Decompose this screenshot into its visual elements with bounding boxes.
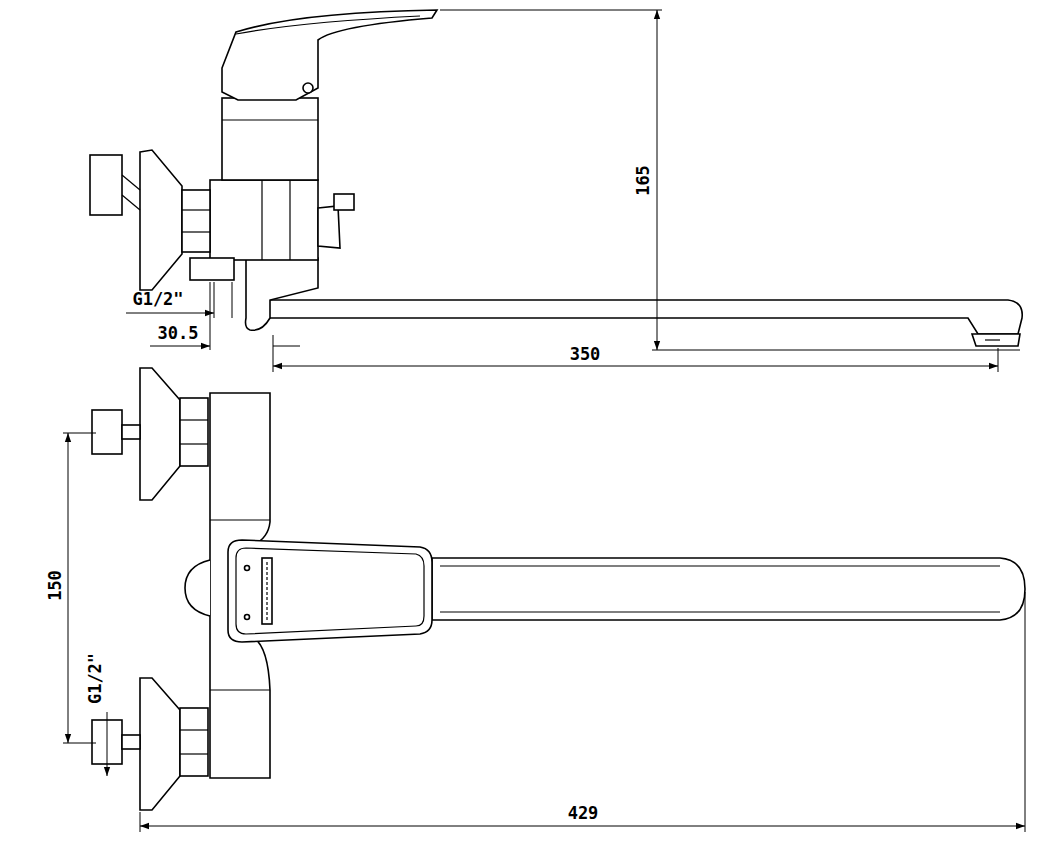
dimension-label: 165 <box>635 164 652 197</box>
dimension-label: G1/2" <box>88 651 105 704</box>
lever-plan <box>228 540 432 642</box>
lever-screw <box>303 83 313 93</box>
dimension-lines <box>998 348 999 372</box>
dimension-lines <box>273 366 998 367</box>
plan-view <box>92 368 1025 810</box>
side-view <box>182 209 210 210</box>
dimension-lines <box>1025 592 1026 832</box>
dimension-label: 30.5 <box>157 325 200 342</box>
cartridge-housing <box>222 98 318 180</box>
side-view <box>222 119 318 120</box>
dimension-label: 429 <box>567 805 600 822</box>
plan-view <box>266 562 267 620</box>
plan-view <box>210 519 270 520</box>
spout-swivel <box>246 258 319 330</box>
screw-dot <box>245 566 250 571</box>
dimension-label: 350 <box>569 346 602 363</box>
plan-view <box>180 443 208 444</box>
dimension-lines <box>150 346 210 347</box>
dimension-lines <box>63 10 1025 832</box>
dimension-lines <box>273 346 300 347</box>
escutcheon-plan <box>140 678 180 810</box>
dimension-lines <box>68 433 69 743</box>
side-view <box>261 180 262 260</box>
dimension-lines <box>652 350 1020 351</box>
side-view <box>985 339 1000 340</box>
union-nut-plan <box>180 398 208 466</box>
screw-dot <box>245 615 250 620</box>
spout-plan <box>432 558 1025 620</box>
diverter-cap <box>334 194 354 210</box>
dimension-label: G1/2" <box>131 291 184 308</box>
plan-view <box>440 611 1000 612</box>
aerator <box>972 334 1020 346</box>
plan-view <box>440 565 1000 566</box>
dimension-lines <box>657 10 658 350</box>
escutcheon <box>140 150 182 290</box>
mixer-body <box>210 180 318 260</box>
side-view <box>90 10 1022 346</box>
plan-view <box>180 419 208 420</box>
side-view <box>122 195 140 210</box>
dimension-lines <box>126 313 214 314</box>
plan-view <box>236 548 424 634</box>
dimension-lines <box>232 282 233 318</box>
union-nut-plan <box>180 708 208 776</box>
spout <box>268 300 1022 334</box>
union-nut <box>182 190 210 252</box>
plan-view <box>180 753 208 754</box>
plan-view <box>122 735 140 749</box>
logo-plate <box>262 558 272 624</box>
dimension-lines <box>440 10 662 11</box>
side-view <box>236 16 420 34</box>
plan-view <box>180 729 208 730</box>
dimension-lines <box>107 712 108 776</box>
thread-fitting <box>190 258 234 280</box>
side-view <box>182 231 210 232</box>
eccentric-plan <box>92 410 122 454</box>
escutcheon-plan <box>140 368 180 500</box>
dimension-lines <box>210 282 211 350</box>
dimension-lines <box>140 826 1025 827</box>
body-boss <box>185 560 210 616</box>
dimension-label: 150 <box>47 569 64 602</box>
eccentric-fitting <box>90 155 122 215</box>
plan-view <box>122 425 140 439</box>
dimension-lines <box>140 812 141 832</box>
side-view <box>289 180 290 260</box>
plan-view <box>210 689 270 690</box>
side-view <box>122 175 140 190</box>
lever-handle <box>222 10 437 100</box>
diverter-knob <box>318 206 340 248</box>
